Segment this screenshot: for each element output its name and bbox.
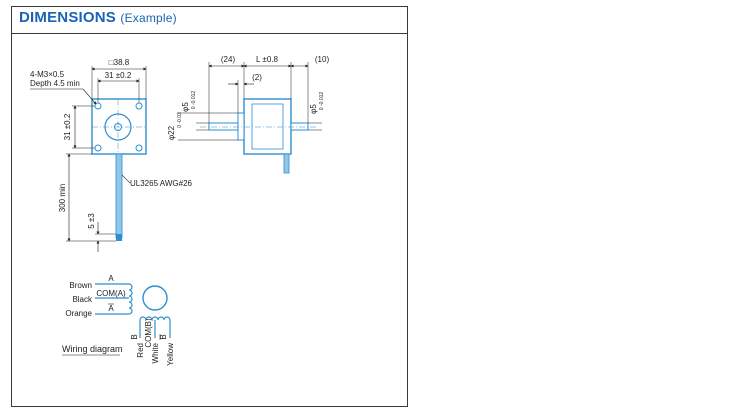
thread-leader bbox=[30, 88, 97, 105]
dia-left-tol: 0 -0.012 bbox=[191, 91, 197, 110]
frame-size-label: □38.8 bbox=[109, 58, 130, 67]
rear-cable-exit bbox=[283, 153, 290, 174]
signal-b: B bbox=[130, 334, 139, 339]
lead-len-label: 300 min bbox=[58, 184, 67, 212]
mount-hole-br bbox=[135, 144, 143, 152]
cable-leader bbox=[121, 174, 131, 184]
motor-body-inner bbox=[251, 103, 284, 150]
title-main: DIMENSIONS bbox=[19, 9, 117, 26]
strip-label: 5 ±3 bbox=[87, 213, 96, 229]
wiring-diagram: Brown Black Orange A COM(A) A B COM(B) B… bbox=[62, 274, 175, 366]
lead-brown: Brown bbox=[69, 281, 92, 290]
lead-yellow: Yellow bbox=[166, 343, 175, 366]
dim-L-label: L ±0.8 bbox=[256, 55, 278, 64]
signal-a: A bbox=[108, 274, 114, 283]
rear-shaft bbox=[290, 122, 309, 131]
title-sub: (Example) bbox=[120, 11, 177, 25]
signal-b-bar: B bbox=[159, 334, 168, 339]
dia-left-label: φ5 bbox=[181, 102, 190, 112]
signal-com-b: COM(B) bbox=[144, 318, 153, 348]
lead-black: Black bbox=[72, 295, 93, 304]
dimensions-panel bbox=[11, 6, 408, 407]
front-shaft bbox=[208, 122, 239, 131]
dim-10-label: (10) bbox=[315, 55, 330, 64]
lead-cable bbox=[115, 153, 123, 239]
dia-pilot-label: φ22 bbox=[167, 125, 176, 140]
header-divider bbox=[11, 33, 408, 34]
side-view: (24) L ±0.8 (10) (2) φ5 0 -0.012 φ22 0 -… bbox=[167, 55, 330, 174]
pilot-boss bbox=[237, 112, 245, 141]
lead-white: White bbox=[151, 342, 160, 363]
lead-orange: Orange bbox=[65, 309, 92, 318]
pitch-h-label: 31 ±0.2 bbox=[105, 71, 132, 80]
front-view: □38.8 31 ±0.2 31 ±0.2 4-M3×0.5 Depth 4.5… bbox=[30, 58, 193, 252]
wiring-caption: Wiring diagram bbox=[62, 344, 123, 354]
dim-24-label: (24) bbox=[221, 55, 236, 64]
coil-a bbox=[128, 283, 133, 315]
panel-title: DIMENSIONS (Example) bbox=[19, 9, 177, 26]
lead-strip bbox=[116, 234, 122, 241]
thread-label-2: Depth 4.5 min bbox=[30, 79, 80, 88]
dia-right-label: φ5 bbox=[309, 104, 318, 114]
dia-pilot-tol: 0 -0.03 bbox=[177, 112, 183, 128]
dim-2-label: (2) bbox=[252, 73, 262, 82]
signal-com-a: COM(A) bbox=[96, 289, 126, 298]
pitch-v-label: 31 ±0.2 bbox=[63, 113, 72, 140]
cable-label: UL3265 AWG#26 bbox=[130, 179, 193, 188]
signal-a-bar: A bbox=[108, 304, 114, 313]
lead-red: Red bbox=[136, 343, 145, 358]
coil-b bbox=[139, 316, 171, 321]
motor-body-side bbox=[243, 98, 292, 155]
rotor-circle bbox=[142, 285, 168, 311]
thread-label-1: 4-M3×0.5 bbox=[30, 70, 65, 79]
dia-right-tol: 0 -0.012 bbox=[319, 92, 325, 111]
